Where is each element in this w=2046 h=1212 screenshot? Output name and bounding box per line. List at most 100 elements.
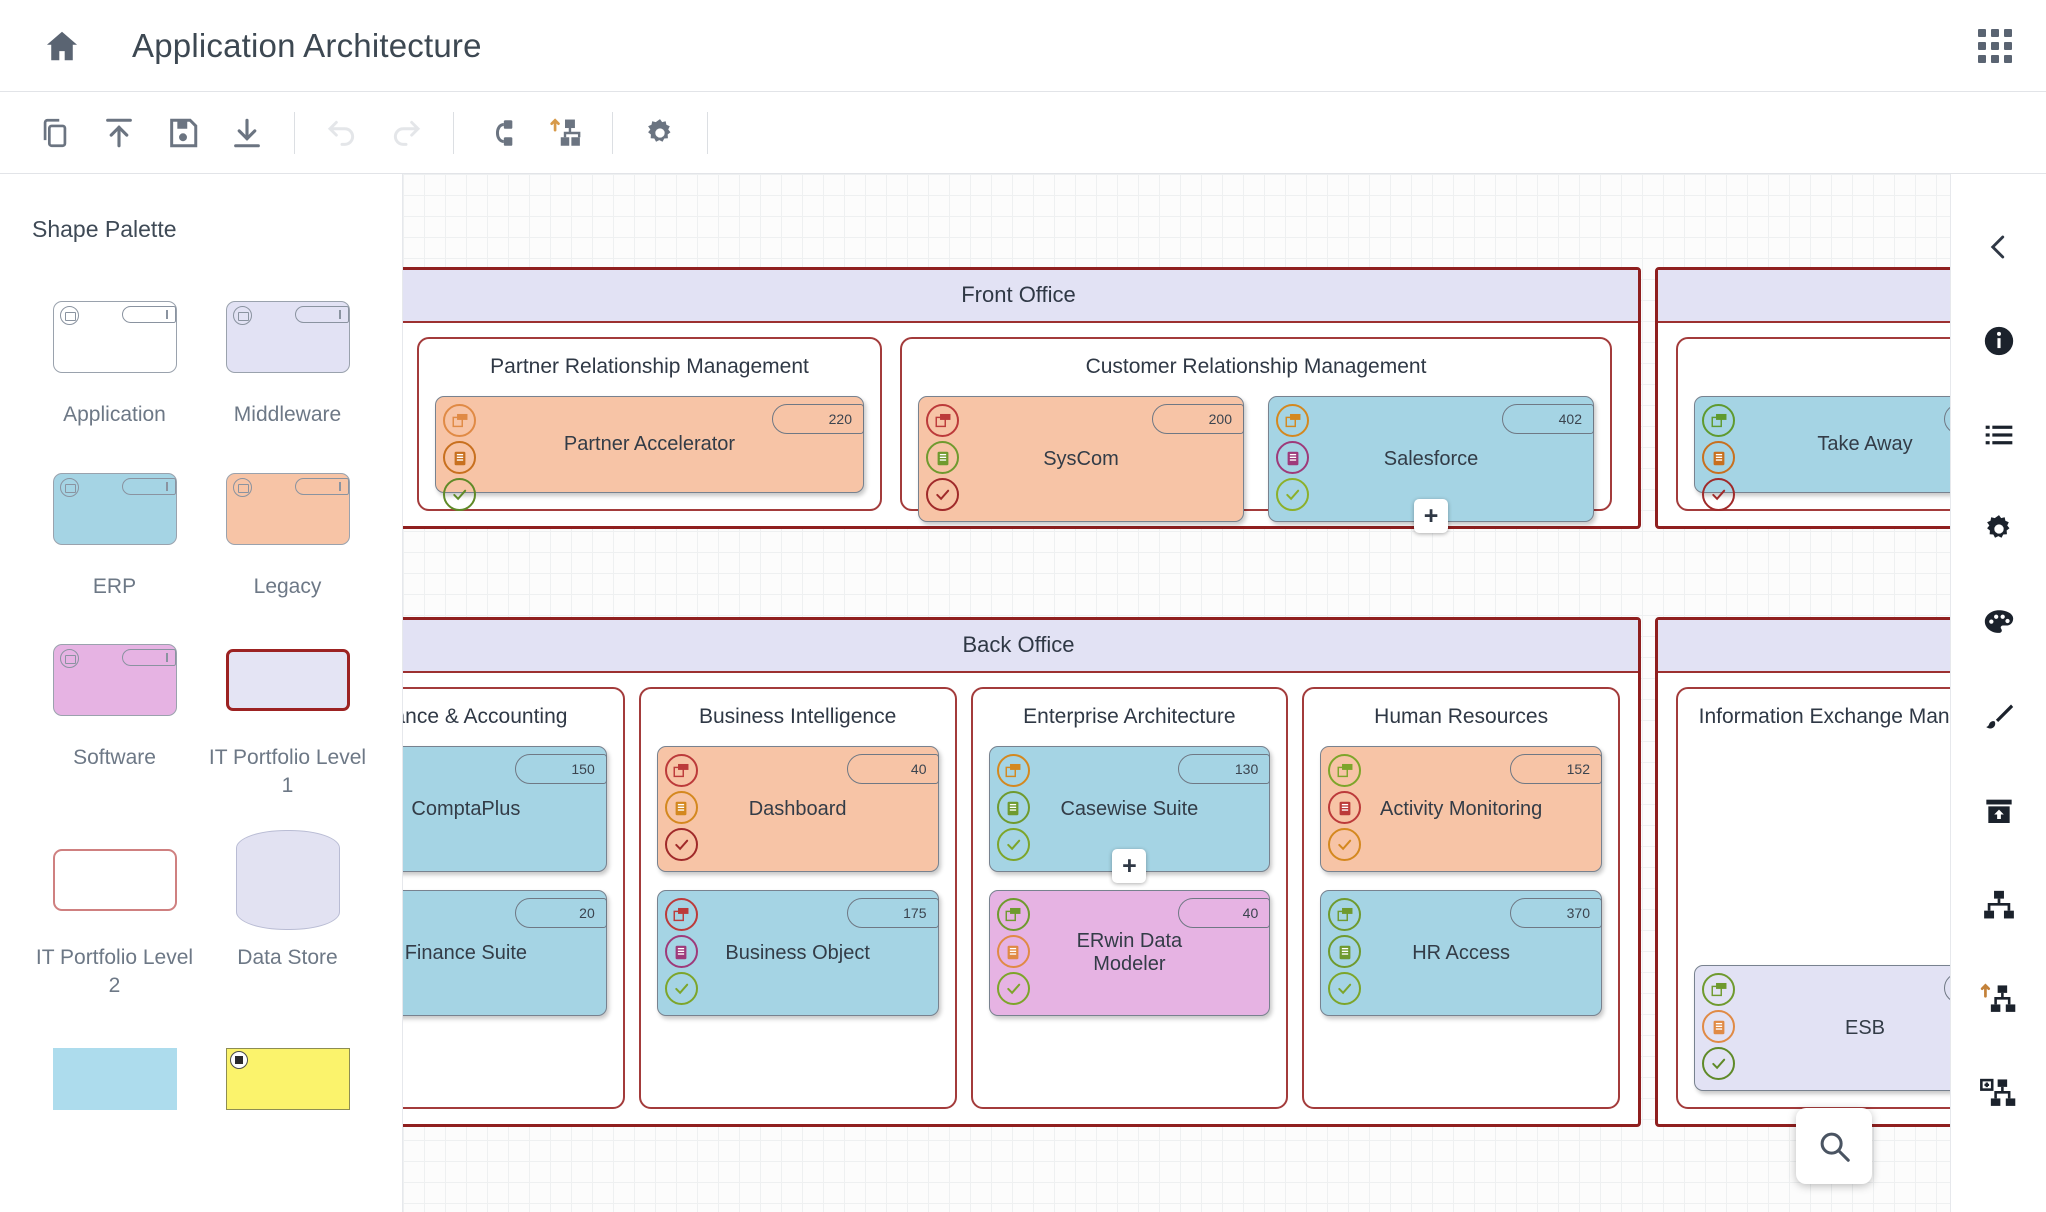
palette-item-legacy[interactable]: Legacy xyxy=(201,459,374,601)
group-enterprise-architecture[interactable]: Enterprise Architecture 130 Casewise Sui… xyxy=(970,687,1289,1109)
lane-title xyxy=(1658,270,1950,323)
lane-front-office-right[interactable]: Delivery 2 Take Away xyxy=(1655,267,1950,529)
clipboard-badge-icon xyxy=(1328,791,1362,825)
hierarchy-up-icon[interactable] xyxy=(1971,974,2027,1024)
lane-front-office[interactable]: Front Office Partner Relationship Manage… xyxy=(403,267,1641,534)
node-value: 40 xyxy=(1242,905,1259,922)
application-badge-icon xyxy=(926,404,959,438)
node-badges xyxy=(664,898,698,1006)
search-icon[interactable] xyxy=(1796,1108,1872,1184)
node-value: 130 xyxy=(1234,761,1259,778)
connector-icon[interactable] xyxy=(470,102,532,164)
diagram-canvas[interactable]: Front Office Partner Relationship Manage… xyxy=(403,174,1950,1212)
lane-back-office-right[interactable]: Information Exchange Management 150 ESB xyxy=(1655,617,1950,1127)
node-comptaplus[interactable]: 150 ComptaPlus xyxy=(403,746,607,873)
redo-icon[interactable] xyxy=(375,102,437,164)
node-badges xyxy=(664,754,698,862)
node-dashboard[interactable]: 40 Dashboard xyxy=(656,746,939,873)
node-badges xyxy=(1702,404,1735,512)
toolbar-divider xyxy=(453,111,454,154)
check-badge-icon xyxy=(664,972,698,1006)
note-shape-icon xyxy=(225,1048,350,1111)
lane-back-office[interactable]: Back Office Finance & Accounting 150 Com… xyxy=(403,617,1641,1127)
node-badges xyxy=(1702,973,1735,1080)
application-badge-icon xyxy=(1702,404,1735,438)
palette-item-it-portfolio-level-1[interactable]: IT Portfolio Level 1 xyxy=(201,630,374,799)
node-erwin-data-modeler[interactable]: 40 ERwin Data Modeler xyxy=(988,890,1271,1017)
expand-node-button[interactable]: + xyxy=(1414,499,1448,534)
application-badge-icon xyxy=(1328,754,1362,788)
hierarchy-add-icon[interactable] xyxy=(1971,1068,2027,1118)
download-icon[interactable] xyxy=(216,102,278,164)
home-icon[interactable] xyxy=(36,20,88,72)
node-business-object[interactable]: 175 Business Object xyxy=(656,890,939,1017)
info-icon[interactable] xyxy=(1971,316,2027,366)
grid-apps-icon[interactable] xyxy=(1978,28,2012,63)
node-badges xyxy=(996,898,1030,1006)
node-value: 152 xyxy=(1566,761,1590,778)
node-salesforce[interactable]: 402 Salesforce + xyxy=(1268,396,1594,534)
clipboard-badge-icon xyxy=(664,935,698,969)
palette-item-plain[interactable] xyxy=(28,1029,201,1143)
group-human-resources[interactable]: Human Resources 152 Activity Monitoring xyxy=(1302,687,1620,1109)
group-business-intelligence[interactable]: Business Intelligence 40 Dashboard xyxy=(638,687,957,1109)
palette-item-label: IT Portfolio Level 2 xyxy=(35,945,194,997)
palette-item-application[interactable]: Application xyxy=(28,287,201,429)
node-activity-monitoring[interactable]: 152 Activity Monitoring xyxy=(1320,746,1602,873)
brush-icon[interactable] xyxy=(1971,692,2027,742)
group-finance-and-accounting[interactable]: Finance & Accounting 150 ComptaPlus 20 F… xyxy=(403,687,625,1109)
group-information-exchange-management[interactable]: Information Exchange Management 150 ESB xyxy=(1676,687,1950,1109)
node-badges xyxy=(996,754,1030,862)
node-label: SysCom xyxy=(1043,447,1119,470)
save-icon[interactable] xyxy=(152,102,214,164)
node-label: Business Object xyxy=(725,941,870,964)
palette-icon[interactable] xyxy=(1971,598,2027,648)
application-badge-icon xyxy=(1328,898,1362,932)
palette-item-label: Application xyxy=(63,403,166,426)
node-esb[interactable]: 150 ESB xyxy=(1694,965,1950,1091)
palette-item-middleware[interactable]: Middleware xyxy=(201,287,374,429)
palette-item-label: Data Store xyxy=(237,945,338,969)
group-partner-relationship-management[interactable]: Partner Relationship Management 220 Part… xyxy=(417,337,882,512)
app-header: Application Architecture xyxy=(0,0,2046,92)
node-finance-suite[interactable]: 20 Finance Suite xyxy=(403,890,607,1017)
undo-icon[interactable] xyxy=(311,102,373,164)
list-icon[interactable] xyxy=(1971,410,2027,460)
node-value-tab: 370 xyxy=(1510,898,1602,929)
group-customer-relationship-management[interactable]: Customer Relationship Management xyxy=(900,337,1612,534)
application-badge-icon xyxy=(1276,404,1309,438)
group-delivery[interactable]: Delivery 2 Take Away xyxy=(1676,337,1950,512)
expand-node-button[interactable]: + xyxy=(1112,849,1147,884)
clipboard-badge-icon xyxy=(1328,935,1362,969)
gear-icon[interactable] xyxy=(1971,504,2027,554)
node-hr-access[interactable]: 370 HR Access xyxy=(1320,890,1602,1017)
hierarchy-up-icon[interactable] xyxy=(534,102,596,164)
node-syscom[interactable]: 200 SysCom xyxy=(918,396,1244,523)
node-value-tab: 402 xyxy=(1502,404,1594,435)
node-label: Activity Monitoring xyxy=(1379,797,1543,820)
node-take-away[interactable]: 2 Take Away xyxy=(1694,396,1950,512)
node-value-tab: 152 xyxy=(1510,754,1602,785)
palette-item-erp[interactable]: ERP xyxy=(28,459,201,601)
palette-item-note[interactable] xyxy=(201,1029,374,1143)
palette-item-data-store[interactable]: Data Store xyxy=(201,829,374,999)
hierarchy-icon[interactable] xyxy=(1971,880,2027,930)
collapse-chevron-left-icon[interactable] xyxy=(1971,222,2027,272)
node-partner-accelerator[interactable]: 220 Partner Accelerator xyxy=(435,396,864,512)
node-value: 175 xyxy=(903,905,927,922)
gear-icon[interactable] xyxy=(629,102,691,164)
node-casewise-suite[interactable]: 130 Casewise Suite + xyxy=(988,746,1271,884)
it-portfolio-level-2-shape-icon xyxy=(52,848,177,911)
application-badge-icon xyxy=(1702,973,1735,1006)
plain-shape-icon xyxy=(52,1048,177,1111)
archive-icon[interactable] xyxy=(1971,786,2027,836)
palette-item-software[interactable]: Software xyxy=(28,630,201,799)
palette-item-it-portfolio-level-2[interactable]: IT Portfolio Level 2 xyxy=(28,830,201,999)
copy-icon[interactable] xyxy=(24,102,86,164)
data-store-shape-icon xyxy=(235,829,340,930)
group-title: Customer Relationship Management xyxy=(1085,355,1427,378)
upload-icon[interactable] xyxy=(88,102,150,164)
application-badge-icon xyxy=(996,754,1030,788)
check-badge-icon xyxy=(1702,478,1735,512)
palette-item-label: Middleware xyxy=(233,403,342,426)
